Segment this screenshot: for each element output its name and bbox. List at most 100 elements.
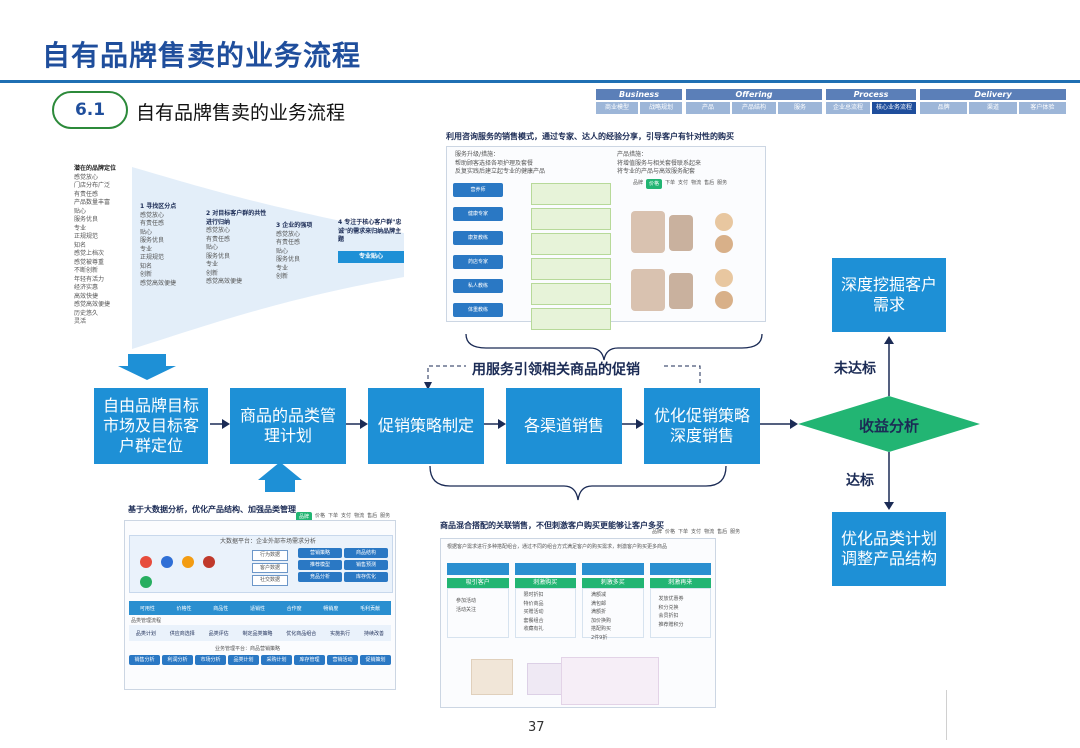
list-item: 创新 <box>276 273 289 280</box>
tab-service[interactable]: 服务 <box>717 180 728 186</box>
advice-card <box>531 183 611 205</box>
nav-group-title: Delivery <box>920 89 1066 100</box>
process-row-label: 品类管理流程 <box>131 618 162 624</box>
list-item: 创新 <box>206 269 219 277</box>
column-head: 刺激多买 <box>582 578 644 588</box>
tab-logistics[interactable]: 物流 <box>354 513 365 519</box>
role-item: 药店专家 <box>453 255 503 269</box>
tab-brand[interactable]: 品牌 <box>652 529 663 535</box>
connector-arrowhead <box>498 419 506 429</box>
list-item: 服务优良 <box>140 237 165 244</box>
nav-group-offering[interactable]: Offering 产品 产品结构 服务 <box>686 89 822 115</box>
dig-customer-needs[interactable]: 深度挖掘客户需求 <box>832 258 946 332</box>
funnel-step-title: 2 对目标客户群的共性进行归纳 <box>206 210 267 226</box>
tab-order[interactable]: 下单 <box>665 180 676 186</box>
bundle-sales-panel: 根据客户需求进行多种搭配组合，通过不同的组合方式满足客户的购买需求，刺激客户购买… <box>440 538 716 708</box>
list-item: 正规规范 <box>74 233 99 240</box>
section-number-badge: 6.1 <box>52 91 128 129</box>
nav-item-core-process[interactable]: 核心业务流程 <box>872 102 916 114</box>
business-module: 采购计划 <box>261 655 292 665</box>
column-head: 刺激再来 <box>649 578 711 588</box>
page-number: 37 <box>528 720 545 735</box>
consulting-sales-panel: 服务升级/措施： 帮助顾客选择各项护理及套餐 反复实践后建立起专业的健康产品 产… <box>446 146 766 330</box>
nav-group-delivery[interactable]: Delivery 品牌 渠道 客户体验 <box>920 89 1066 115</box>
nav-group-title: Process <box>826 89 916 100</box>
nav-item-strategy[interactable]: 战略规划 <box>640 102 682 114</box>
step-category-plan[interactable]: 商品的品类管理计划 <box>230 388 346 464</box>
list-item: 感觉高效便捷 <box>140 279 177 287</box>
nav-group-process[interactable]: Process 企业总流程 核心业务流程 <box>826 89 916 115</box>
bundle-tabs: 品牌 价格 下单 支付 物流 售后 服务 <box>652 528 740 537</box>
step-channel-sales[interactable]: 各渠道销售 <box>506 388 622 464</box>
nav-item-service[interactable]: 服务 <box>778 102 822 114</box>
met-label: 达标 <box>846 473 874 489</box>
process-step: 优化商品组合 <box>286 630 317 637</box>
data-types: 行为数据 客户数据 社交数据 <box>252 550 288 586</box>
list-item: 贴心 <box>206 244 219 251</box>
tab-after-sale[interactable]: 售后 <box>717 529 728 535</box>
tab-service[interactable]: 服务 <box>380 513 391 519</box>
nav-item-business-model[interactable]: 商业模型 <box>596 102 638 114</box>
category-criteria-row: 可用性 价格性 商品性 适销性 合作度 畅销度 毛利贡献 <box>129 601 391 615</box>
process-step: 品类计划 <box>135 630 156 637</box>
product-bundle-image <box>527 663 565 695</box>
promo-service-label: 用服务引领相关商品的促销 <box>472 362 640 378</box>
criteria-item: 价格性 <box>176 605 192 612</box>
tab-price[interactable]: 价格 <box>665 529 676 535</box>
list-item: 感觉高效便捷 <box>206 278 243 285</box>
bundle-column: 吸引客户 参加活动 活动关注 <box>447 563 509 638</box>
funnel-step-1: 1 寻找区分点 感觉放心 有责任感 贴心 服务优良 专业 正规规范 知名 创新 … <box>140 203 204 288</box>
connector-arrowhead <box>790 419 798 429</box>
list-item: 感觉放心 <box>140 211 165 219</box>
tab-brand[interactable]: 品牌 <box>633 180 644 186</box>
step-promo-strategy[interactable]: 促销策略制定 <box>368 388 484 464</box>
optimize-category-plan[interactable]: 优化品类计划调整产品结构 <box>832 512 946 586</box>
note-line: 将增值服务与相关套餐联系起来 <box>617 159 702 167</box>
nav-item-enterprise-process[interactable]: 企业总流程 <box>826 102 870 114</box>
tab-pay[interactable]: 支付 <box>678 180 689 186</box>
tab-price[interactable]: 价格 <box>315 513 326 519</box>
connector-arrowhead <box>360 419 368 429</box>
tab-order[interactable]: 下单 <box>328 513 339 519</box>
tab-logistics[interactable]: 物流 <box>704 529 715 535</box>
product-bottle-image <box>669 273 693 309</box>
role-item: 康复教练 <box>453 231 503 245</box>
bundle-column: 刺激多买 满额减 满包邮 满额折 加价换购 搭配购买 2件9折 <box>582 563 644 641</box>
tab-order[interactable]: 下单 <box>678 529 689 535</box>
product-bundle-image <box>471 659 513 695</box>
tab-logistics[interactable]: 物流 <box>691 180 702 186</box>
nav-item-customer-experience[interactable]: 客户体验 <box>1018 102 1066 114</box>
advice-column <box>531 183 611 330</box>
up-arrow-stem <box>265 478 295 492</box>
tab-brand[interactable]: 品牌 <box>296 512 313 522</box>
column-body: 满额减 满包邮 满额折 加价换购 搭配购买 2件9折 <box>582 588 644 641</box>
nav-group-business[interactable]: Business 商业模型 战略规划 <box>596 89 682 115</box>
nav-item-brand[interactable]: 品牌 <box>920 102 968 114</box>
column-body: 限时折扣 特价商品 买赠活动 套餐组合 收藏有礼 <box>514 588 576 638</box>
nav-item-channel[interactable]: 渠道 <box>969 102 1017 114</box>
down-arrow <box>118 354 176 380</box>
step-target-market[interactable]: 自由品牌目标市场及目标客户群定位 <box>94 388 208 464</box>
advice-card <box>531 308 611 330</box>
criteria-item: 可用性 <box>139 605 155 612</box>
step-optimize-promo[interactable]: 优化促销策略深度销售 <box>644 388 760 464</box>
list-item: 服务优良 <box>276 256 301 263</box>
column-body: 发放优惠券 积分兑换 会员折扣 推荐赠积分 <box>649 588 711 638</box>
tab-after-sale[interactable]: 售后 <box>367 513 378 519</box>
consulting-tabs: 品牌 价格 下单 支付 物流 售后 服务 <box>633 179 727 189</box>
tab-after-sale[interactable]: 售后 <box>704 180 715 186</box>
tab-pay[interactable]: 支付 <box>341 513 352 519</box>
nav-item-product-structure[interactable]: 产品结构 <box>732 102 776 114</box>
list-item: 满额减 <box>591 592 607 598</box>
nav-item-product[interactable]: 产品 <box>686 102 730 114</box>
page-title: 自有品牌售卖的业务流程 <box>42 39 362 72</box>
funnel-step-title: 4 专注于核心客户群"忠诚"的需求来归纳品牌主题 <box>338 219 402 243</box>
tab-service[interactable]: 服务 <box>730 529 741 535</box>
funnel-step-2: 2 对目标客户群的共性进行归纳 感觉放心 有责任感 贴心 服务优良 专业 创新 … <box>206 210 272 287</box>
funnel-shape <box>132 167 404 349</box>
tab-pay[interactable]: 支付 <box>691 529 702 535</box>
list-item: 积分兑换 <box>658 604 679 611</box>
social-app-icon <box>161 556 174 568</box>
tab-price[interactable]: 价格 <box>646 179 663 189</box>
